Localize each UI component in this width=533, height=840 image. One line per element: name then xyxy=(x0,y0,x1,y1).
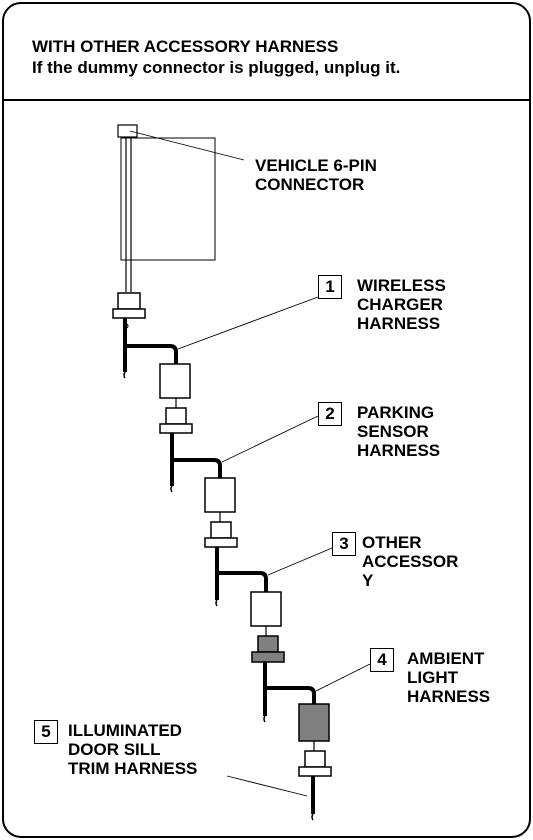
callout-2-line2: SENSOR xyxy=(357,422,429,441)
harness-2-branch xyxy=(174,458,222,478)
vehicle-panel xyxy=(120,137,216,261)
callout-1-line3: HARNESS xyxy=(357,314,441,333)
callout-3-line1: OTHER xyxy=(362,533,422,552)
female-connector-1 xyxy=(159,363,191,399)
female-connector-2 xyxy=(204,477,236,513)
male-connector-2-flange xyxy=(159,423,193,434)
vehicle-connector-label-line2: CONNECTOR xyxy=(255,175,365,194)
callout-3-line2: ACCESSOR xyxy=(362,552,459,571)
leader-4 xyxy=(315,663,371,692)
callout-4-line3: HARNESS xyxy=(407,687,491,706)
callout-2-line3: HARNESS xyxy=(357,441,441,460)
callout-4-line1: AMBIENT xyxy=(407,649,485,668)
male-connector-3-flange xyxy=(204,537,238,548)
header-title: WITH OTHER ACCESSORY HARNESS xyxy=(32,37,339,56)
male-connector-1-flange xyxy=(112,308,146,319)
callout-5-line3: TRIM HARNESS xyxy=(68,759,198,778)
male-connector-5-flange xyxy=(298,766,332,777)
leader-1 xyxy=(177,296,319,350)
callout-1-line2: CHARGER xyxy=(357,295,443,314)
vehicle-connector-leader xyxy=(129,130,245,161)
male-connector-5 xyxy=(304,750,326,768)
callout-5-line2: DOOR SILL xyxy=(68,740,161,759)
callout-1-line1: WIRELESS xyxy=(357,276,446,295)
harness-5-stub-end xyxy=(311,813,314,821)
female-connector-3 xyxy=(250,591,282,627)
callout-number-1: 1 xyxy=(318,275,342,299)
vehicle-6-pin-connector xyxy=(117,124,138,138)
male-connector-4 xyxy=(257,635,279,653)
female-connector-4 xyxy=(298,703,330,742)
callout-5-line1: ILLUMINATED xyxy=(68,721,182,740)
harness-3-branch xyxy=(219,571,268,592)
harness-4-branch xyxy=(267,686,316,704)
callout-number-2: 2 xyxy=(318,402,342,426)
male-connector-1 xyxy=(117,292,141,310)
harness-1-stub-tick xyxy=(126,323,129,329)
callout-number-4: 4 xyxy=(370,648,394,672)
callout-number-5: 5 xyxy=(34,720,58,744)
header-instruction: If the dummy connector is plugged, unplu… xyxy=(32,58,401,77)
leader-3 xyxy=(267,547,333,576)
harness-3-stub-end xyxy=(215,599,218,607)
male-connector-4-flange xyxy=(251,651,285,663)
callout-4-line2: LIGHT xyxy=(407,668,458,687)
callout-3-line3: Y xyxy=(362,571,374,590)
harness-1-branch xyxy=(127,344,178,364)
harness-4-stub-end xyxy=(263,715,266,723)
harness-1-stub-end xyxy=(123,371,126,379)
harness-2-stub-end xyxy=(170,485,173,493)
callout-2-line1: PARKING xyxy=(357,403,435,422)
male-connector-3 xyxy=(210,521,232,539)
male-connector-2 xyxy=(165,407,187,425)
callout-number-3: 3 xyxy=(332,532,356,556)
leader-5 xyxy=(226,775,308,797)
vehicle-connector-label-line1: VEHICLE 6-PIN xyxy=(255,156,377,175)
leader-2 xyxy=(221,415,319,463)
